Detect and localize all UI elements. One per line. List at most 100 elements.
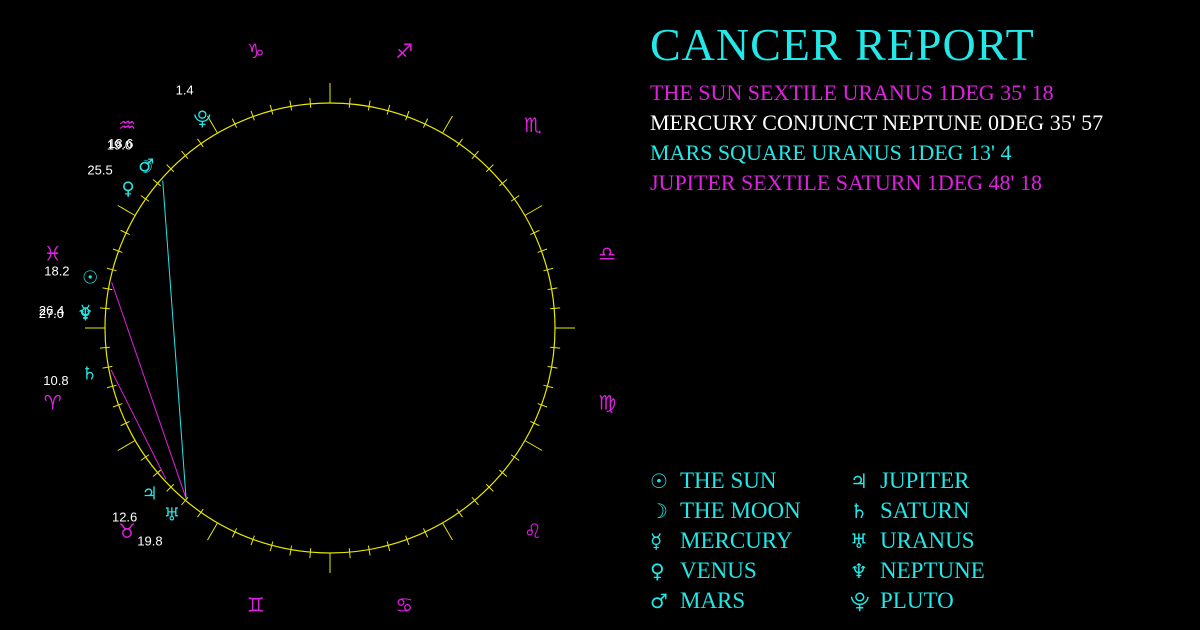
legend-column-left: ☉THE SUN ☽THE MOON ☿MERCURY ♀VENUS ♂MARS bbox=[650, 466, 801, 616]
degree-tick bbox=[456, 138, 463, 148]
degree-tick bbox=[405, 110, 410, 121]
degree-tick bbox=[112, 403, 123, 408]
sign-boundary-tick bbox=[442, 522, 453, 541]
degree-tick bbox=[181, 496, 189, 506]
sun-degree-label: 18.2 bbox=[44, 263, 69, 278]
degree-tick bbox=[166, 483, 175, 492]
neptune-degree-label: 27.0 bbox=[39, 306, 64, 321]
degree-tick bbox=[537, 403, 548, 408]
taurus-sign-icon: ♉ bbox=[118, 519, 136, 543]
degree-tick bbox=[102, 365, 113, 369]
jupiter-icon: ♃ bbox=[850, 469, 868, 493]
pluto-icon: ⯓ bbox=[850, 589, 870, 613]
degree-tick bbox=[250, 535, 255, 546]
sign-boundary-tick bbox=[207, 115, 218, 134]
aries-sign-icon: ♈ bbox=[44, 390, 62, 414]
degree-tick bbox=[386, 541, 391, 552]
aspect-line-mars-uranus bbox=[162, 180, 187, 499]
degree-tick bbox=[309, 97, 312, 108]
sign-boundary-tick bbox=[442, 115, 453, 134]
degree-tick bbox=[386, 104, 391, 115]
gemini-sign-icon: ♊ bbox=[247, 593, 265, 617]
aspect-line-sun-uranus bbox=[111, 282, 187, 499]
leo-sign-icon: ♌ bbox=[524, 519, 542, 543]
uranus-degree-label: 19.8 bbox=[137, 534, 162, 549]
degree-tick bbox=[102, 287, 113, 291]
legend-item: ☿ MERCURY bbox=[650, 526, 801, 556]
zodiac-ring bbox=[85, 83, 575, 573]
degree-tick bbox=[485, 483, 494, 492]
degree-tick bbox=[422, 528, 429, 538]
legend-item: ⯓ PLUTO bbox=[850, 586, 985, 616]
cancer-sign-icon: ♋ bbox=[395, 593, 413, 617]
sign-boundary-tick bbox=[207, 522, 218, 541]
sun-icon: ☉ bbox=[82, 267, 98, 288]
mercury-icon: ☿ bbox=[80, 302, 91, 323]
degree-tick bbox=[106, 267, 117, 272]
sagittarius-sign-icon: ♐ bbox=[395, 39, 413, 63]
legend-label: MERCURY bbox=[680, 528, 793, 553]
aspect-list: THE SUN SEXTILE URANUS 1DEG 35' 18 MERCU… bbox=[650, 78, 1103, 198]
degree-tick bbox=[152, 469, 162, 477]
degree-tick bbox=[120, 420, 130, 427]
mercury-degree-label: 26.4 bbox=[39, 303, 64, 318]
legend-label: PLUTO bbox=[880, 588, 954, 613]
saturn-icon: ♄ bbox=[81, 363, 97, 384]
degree-tick bbox=[550, 307, 561, 310]
degree-tick bbox=[547, 365, 558, 369]
legend-label: SATURN bbox=[880, 498, 970, 523]
legend-item: ♂MARS bbox=[650, 586, 801, 616]
mars-degree-label: 18.6 bbox=[108, 136, 133, 151]
degree-tick bbox=[120, 229, 130, 236]
aspect-lines bbox=[110, 180, 187, 499]
jupiter-icon: ♃ bbox=[142, 483, 158, 504]
uranus-icon: ♅ bbox=[164, 505, 180, 526]
degree-tick bbox=[289, 545, 293, 556]
degree-tick bbox=[543, 384, 554, 389]
moon-degree-label: 19.0 bbox=[107, 137, 132, 152]
degree-tick bbox=[269, 104, 274, 115]
legend-label: NEPTUNE bbox=[880, 558, 985, 583]
aspect-item: MERCURY CONJUNCT NEPTUNE 0DEG 35' 57 bbox=[650, 110, 1104, 135]
degree-tick bbox=[498, 469, 508, 477]
venus-icon: ♀ bbox=[650, 559, 665, 583]
legend-item: ☉ THE SUN bbox=[650, 466, 801, 496]
libra-sign-icon: ♎ bbox=[598, 242, 616, 266]
legend-label: JUPITER bbox=[880, 468, 970, 493]
sign-glyphs: ♈♉♊♋♌♍♎♏♐♑♒♓ bbox=[44, 39, 616, 617]
capricorn-sign-icon: ♑ bbox=[247, 39, 265, 63]
legend-label: THE SUN bbox=[680, 468, 777, 493]
degree-tick bbox=[530, 420, 540, 427]
degree-tick bbox=[471, 150, 479, 160]
mercury-icon: ☿ bbox=[650, 529, 663, 553]
sign-boundary-tick bbox=[117, 440, 136, 451]
legend-label: URANUS bbox=[880, 528, 975, 553]
degree-tick bbox=[456, 508, 463, 518]
legend-item: ♆NEPTUNE bbox=[850, 556, 985, 586]
degree-tick bbox=[530, 229, 540, 236]
degree-tick bbox=[181, 150, 189, 160]
aspect-item: JUPITER SEXTILE SATURN 1DEG 48' 18 bbox=[650, 170, 1043, 195]
jupiter-degree-label: 12.6 bbox=[112, 509, 137, 524]
degree-tick bbox=[537, 248, 548, 253]
degree-tick bbox=[547, 287, 558, 291]
saturn-degree-label: 10.8 bbox=[43, 373, 68, 388]
degree-tick bbox=[309, 548, 312, 559]
sun-icon: ☉ bbox=[650, 469, 668, 493]
sign-boundary-tick bbox=[524, 440, 543, 451]
degree-tick bbox=[106, 384, 117, 389]
legend-item: ♄SATURN bbox=[850, 496, 985, 526]
degree-tick bbox=[140, 195, 150, 202]
pisces-sign-icon: ♓ bbox=[44, 242, 62, 266]
degree-tick bbox=[498, 179, 508, 187]
scorpio-sign-icon: ♏ bbox=[524, 113, 542, 137]
degree-tick bbox=[231, 528, 238, 538]
legend-label: THE MOON bbox=[680, 498, 801, 523]
degree-tick bbox=[543, 267, 554, 272]
aspect-item: THE SUN SEXTILE URANUS 1DEG 35' 18 bbox=[650, 80, 1054, 105]
page-title: CANCER REPORT bbox=[650, 19, 1035, 70]
legend-item: ☽THE MOON bbox=[650, 496, 801, 526]
degree-tick bbox=[405, 535, 410, 546]
degree-tick bbox=[140, 454, 150, 461]
sign-boundary-tick bbox=[117, 205, 136, 216]
